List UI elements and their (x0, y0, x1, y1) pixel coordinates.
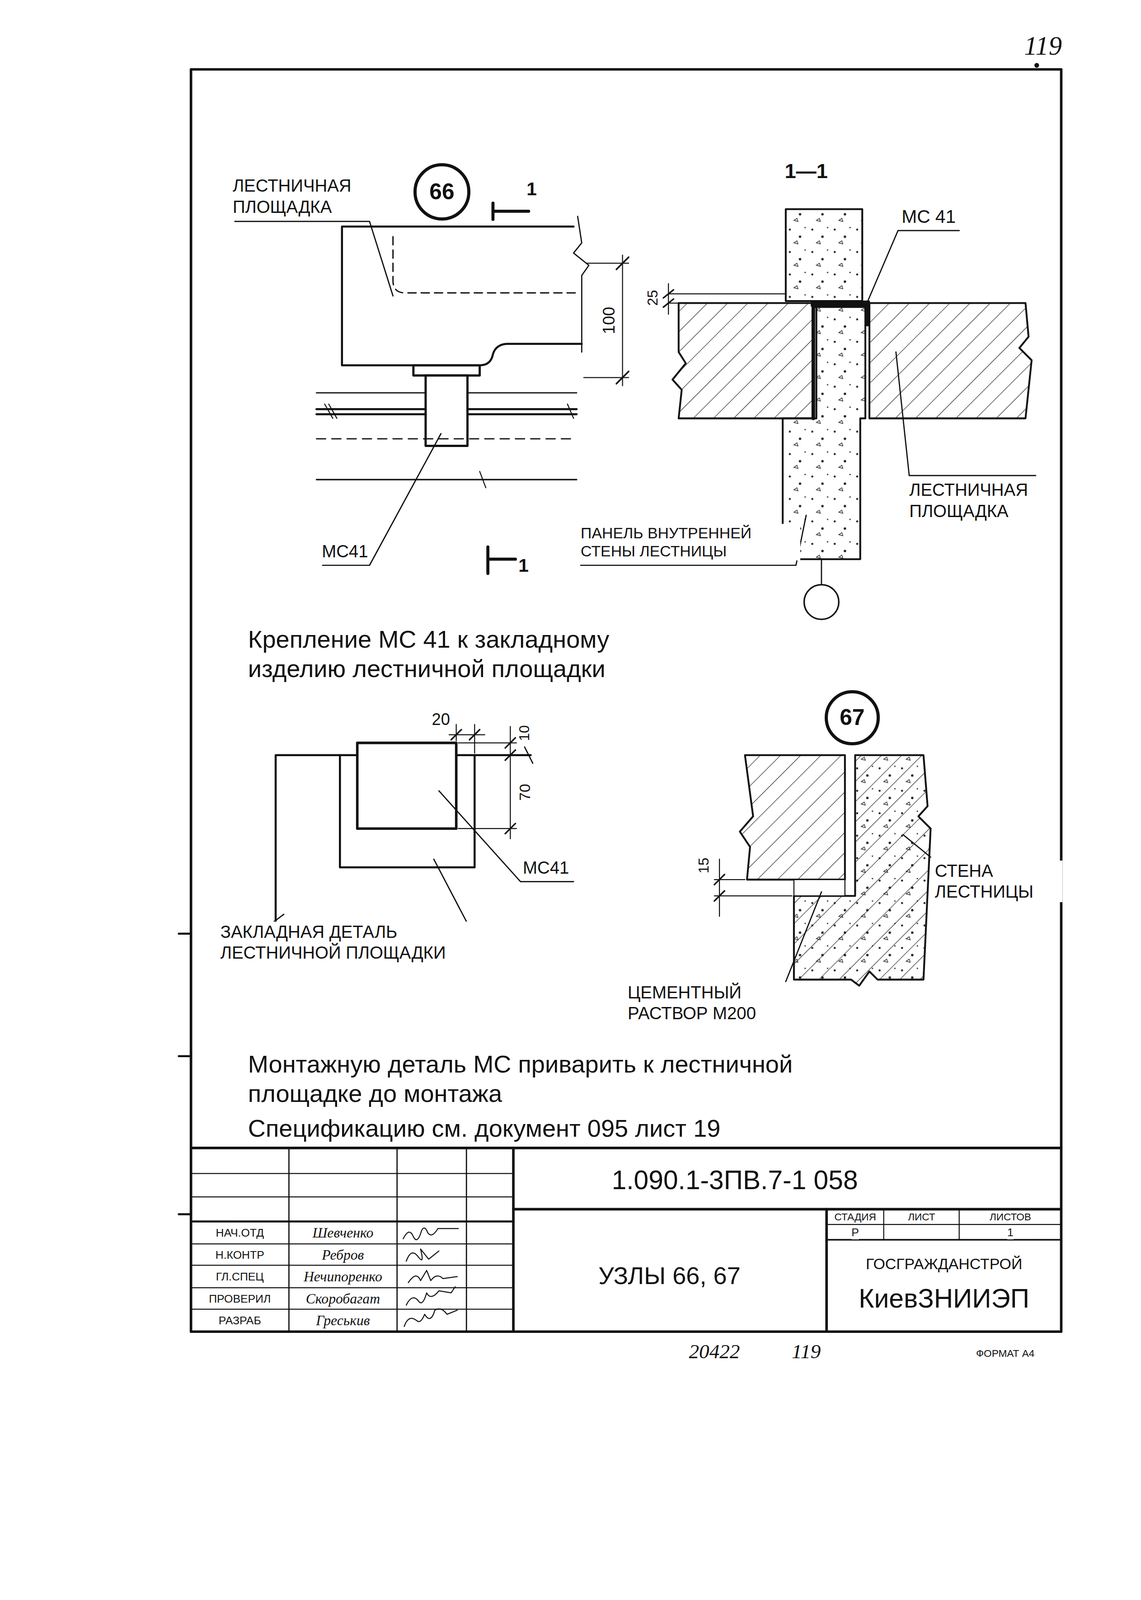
organization: ГОСГРАЖДАНСТРОЙ (865, 1254, 1023, 1273)
dimension: 25 (644, 290, 662, 306)
note: Монтажную деталь МС приварить к лестничн… (248, 1049, 871, 1109)
part-label: МС41 (321, 540, 368, 562)
document-code: 1.090.1-3ПВ.7-1 058 (611, 1164, 859, 1196)
part-label: ЛЕСТНИЧНАЯ ПЛОЩАДКА (232, 175, 376, 217)
callout-circle: 67 (824, 690, 880, 746)
part-label: ЗАКЛАДНАЯ ДЕТАЛЬ ЛЕСТНИЧНОЙ ПЛОЩАДКИ (220, 921, 476, 963)
table-cell: Р (851, 1225, 860, 1240)
table-header: СТАДИЯ (834, 1211, 876, 1224)
name-cell: Скоробагат (305, 1290, 381, 1308)
role-cell: НАЧ.ОТД (215, 1225, 264, 1240)
part-label: ПАНЕЛЬ ВНУТРЕННЕЙ СТЕНЫ ЛЕСТНИЦЫ (580, 523, 801, 561)
name-cell: Нечипоренко (303, 1267, 383, 1286)
part-label: СТЕНА ЛЕСТНИЦЫ (934, 860, 1063, 902)
table-header: ЛИСТОВ (989, 1211, 1032, 1224)
callout-circle: 66 (413, 163, 471, 221)
section-title: 1—1 (784, 159, 828, 184)
dimension: 20 (431, 709, 451, 730)
name-cell: Шевченко (312, 1224, 374, 1242)
part-label: ЦЕМЕНТНЫЙ РАСТВОР М200 (627, 981, 797, 1024)
page-number: 119 (1023, 29, 1062, 62)
role-cell: РАЗРАБ (218, 1314, 262, 1328)
part-label: ЛЕСТНИЧНАЯ ПЛОЩАДКА (909, 479, 1052, 522)
detail-caption: Крепление МС 41 к закладному изделию лес… (248, 624, 667, 684)
section-mark: 1 (518, 554, 529, 577)
dimension: 10 (516, 724, 534, 741)
dimension: 15 (695, 857, 713, 874)
table-header: ЛИСТ (907, 1211, 935, 1224)
callout-number: 67 (839, 706, 865, 729)
role-cell: Н.КОНТР (215, 1248, 265, 1262)
name-cell: Ребров (321, 1246, 364, 1264)
dimension: 70 (515, 783, 535, 801)
name-cell: Греськив (315, 1312, 370, 1330)
section-mark: 1 (526, 177, 537, 200)
part-label: МС41 (522, 857, 569, 879)
table-cell: 1 (1007, 1225, 1014, 1240)
sheet-title: УЗЛЫ 66, 67 (598, 1261, 741, 1291)
role-cell: ПРОВЕРИЛ (208, 1291, 271, 1306)
organization: КиевЗНИИЭП (858, 1282, 1030, 1315)
note: Спецификацию см. документ 095 лист 19 (248, 1113, 721, 1143)
role-cell: ГЛ.СПЕЦ (215, 1269, 264, 1284)
callout-number: 66 (429, 180, 455, 204)
archive-number: 119 (791, 1338, 821, 1364)
archive-number: 20422 (688, 1338, 740, 1364)
dimension: 100 (599, 306, 620, 334)
format-label: ФОРМАТ А4 (976, 1347, 1035, 1360)
part-label: МС 41 (901, 205, 956, 228)
